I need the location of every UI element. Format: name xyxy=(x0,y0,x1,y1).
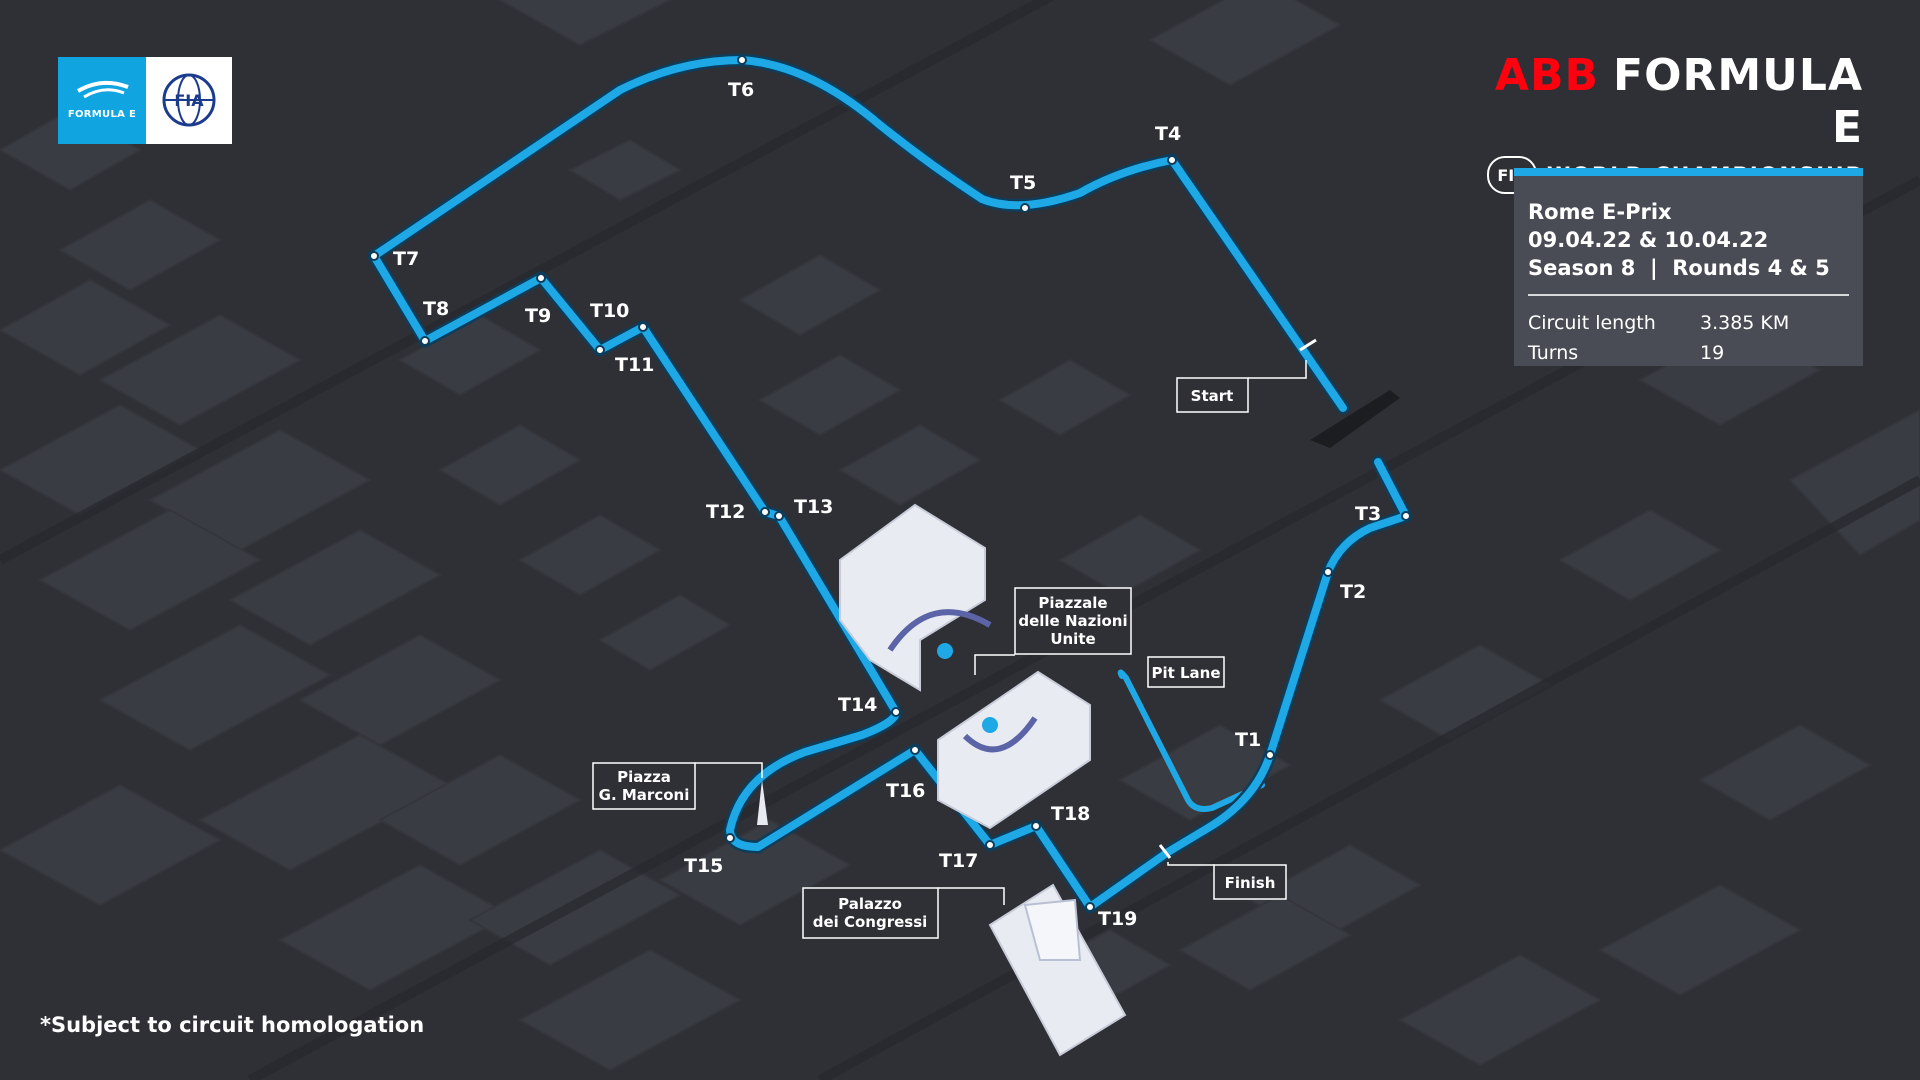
formula-e-logo-text: FORMULA E xyxy=(67,109,137,120)
turn-labels: T1 T2 T3 T4 T5 T6 T7 T8 T9 T10 T11 T12 T… xyxy=(393,79,1381,930)
building-south xyxy=(937,670,1091,830)
turn-label-t11: T11 xyxy=(615,354,654,376)
turn-label-t14: T14 xyxy=(838,694,877,716)
building-north xyxy=(839,503,992,692)
piazzale-label-2: delle Nazioni xyxy=(1018,612,1127,630)
label-start: Start xyxy=(1176,360,1307,413)
turn-label-t18: T18 xyxy=(1051,803,1090,825)
turn-label-t9: T9 xyxy=(525,305,551,327)
formula-e-logo: FORMULA E xyxy=(58,57,146,144)
piazzale-label-1: Piazzale xyxy=(1038,594,1107,612)
turn-label-t10: T10 xyxy=(590,300,629,322)
turn-label-t2: T2 xyxy=(1340,581,1366,603)
formula-e-fia-logo: FORMULA E FIA xyxy=(58,57,232,144)
abb-logo: ABB xyxy=(1494,50,1600,101)
palazzo-building xyxy=(988,883,1127,1057)
turn-label-t7: T7 xyxy=(393,248,419,270)
piazzale-label-3: Unite xyxy=(1050,630,1095,648)
event-season: Season 8 | Rounds 4 & 5 xyxy=(1528,256,1830,280)
pit-lane-label: Pit Lane xyxy=(1151,664,1220,682)
turn-label-t5: T5 xyxy=(1010,172,1036,194)
fia-logo-text: FIA xyxy=(174,91,204,110)
finish-label: Finish xyxy=(1225,874,1276,892)
turn-label-t17: T17 xyxy=(939,850,978,872)
turn-label-t12: T12 xyxy=(706,501,745,523)
stat-turns: Turns 19 xyxy=(1528,338,1849,368)
pit-lane-path xyxy=(1117,669,1265,812)
marconi-label-2: G. Marconi xyxy=(599,786,690,804)
finish-line-marker xyxy=(1158,844,1172,859)
stat-value: 3.385 KM xyxy=(1700,312,1790,334)
formula-e-mark-icon xyxy=(76,80,129,99)
stat-value: 19 xyxy=(1700,342,1725,364)
event-dates: 09.04.22 & 10.04.22 xyxy=(1528,228,1769,252)
label-finish: Finish xyxy=(1167,862,1287,900)
brand-title: ABB FORMULA E xyxy=(1483,50,1863,154)
start-label: Start xyxy=(1191,387,1234,405)
label-palazzo: Palazzo dei Congressi xyxy=(802,887,1005,939)
obelisk xyxy=(757,780,768,825)
turn-label-t4: T4 xyxy=(1155,123,1181,145)
start-line-marker xyxy=(1299,338,1317,352)
turn-label-t15: T15 xyxy=(684,855,723,877)
card-divider xyxy=(1528,294,1849,296)
label-marconi: Piazza G. Marconi xyxy=(592,762,763,810)
turn-label-t3: T3 xyxy=(1355,503,1381,525)
fia-logo: FIA xyxy=(146,57,232,144)
turn-label-t6: T6 xyxy=(728,79,754,101)
turn-label-t13: T13 xyxy=(794,496,833,518)
flyover xyxy=(1310,390,1400,448)
stat-label: Turns xyxy=(1528,342,1579,364)
formula-e-wordmark: FORMULA E xyxy=(1613,50,1863,153)
turn-label-t8: T8 xyxy=(423,298,449,320)
turn-label-t1: T1 xyxy=(1235,729,1261,751)
stat-label: Circuit length xyxy=(1528,312,1656,334)
palazzo-label-1: Palazzo xyxy=(838,895,902,913)
fountain-south xyxy=(982,717,998,733)
label-piazzale: Piazzale delle Nazioni Unite xyxy=(974,587,1132,675)
homologation-footnote: *Subject to circuit homologation xyxy=(40,1013,425,1037)
stat-circuit-length: Circuit length 3.385 KM xyxy=(1528,308,1849,338)
turn-label-t19: T19 xyxy=(1098,908,1137,930)
event-info-card: Rome E-Prix 09.04.22 & 10.04.22 Season 8… xyxy=(1514,168,1863,366)
marconi-label-1: Piazza xyxy=(617,768,671,786)
turn-markers xyxy=(369,55,1411,912)
turn-label-t16: T16 xyxy=(886,780,925,802)
palazzo-label-2: dei Congressi xyxy=(813,913,928,931)
fountain-north xyxy=(937,643,953,659)
label-pit-lane: Pit Lane xyxy=(1147,656,1225,688)
event-name: Rome E-Prix xyxy=(1528,200,1672,224)
fia-globe-icon: FIA xyxy=(162,73,216,127)
